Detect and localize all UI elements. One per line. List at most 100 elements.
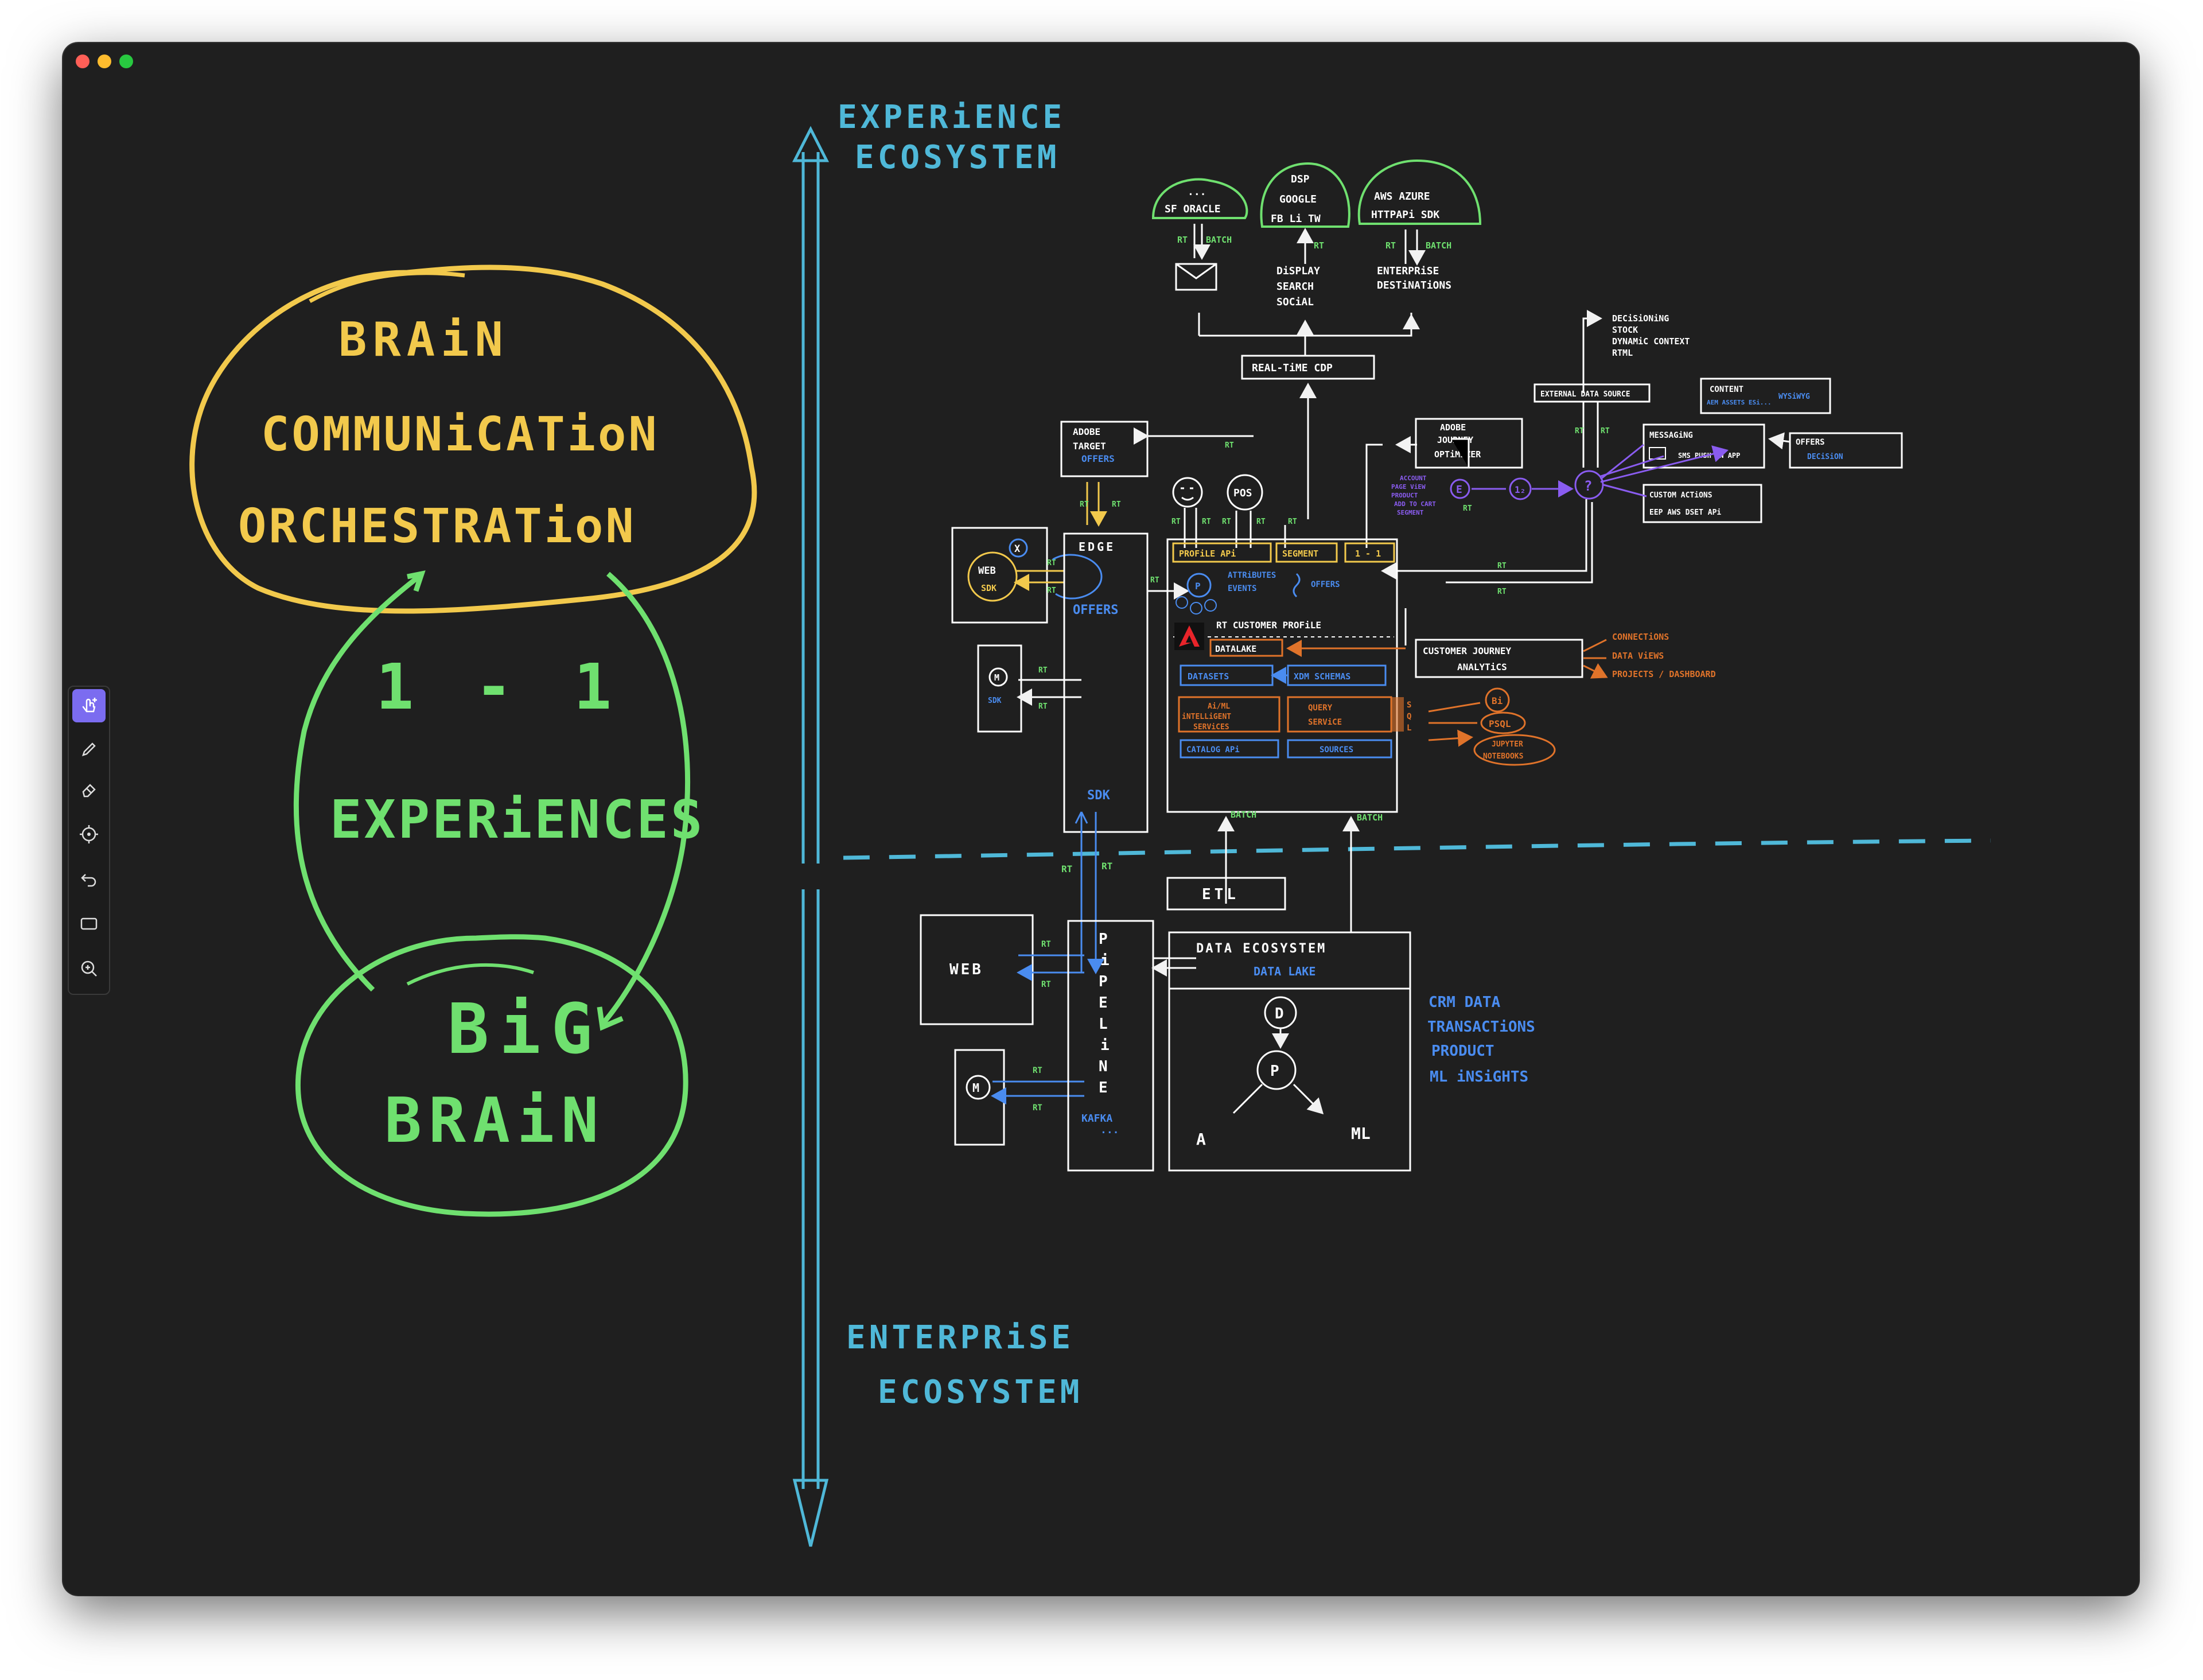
zoom-button[interactable]: [119, 55, 133, 68]
catalog-api-box: [1180, 739, 1279, 759]
svg-text:RT: RT: [1222, 518, 1231, 526]
zoom-tool[interactable]: [72, 952, 106, 985]
svg-text:CONTENT: CONTENT: [1710, 385, 1743, 394]
svg-text:OFFERS: OFFERS: [1311, 580, 1340, 589]
svg-text:ADOBE: ADOBE: [1440, 422, 1466, 433]
svg-text:RT: RT: [1038, 666, 1048, 675]
svg-text:ML: ML: [1351, 1124, 1371, 1143]
close-button[interactable]: [76, 55, 89, 68]
svg-text:L: L: [1407, 724, 1411, 733]
whiteboard-canvas[interactable]: BRAiN COMMUNiCATioN ORCHESTRATioN 1 - 1 …: [63, 43, 2139, 1595]
experience-ecosystem-label: ECOSYSTEM: [855, 139, 1060, 176]
svg-text:POS: POS: [1233, 487, 1252, 499]
svg-text:PROJECTS / DASHBOARD: PROJECTS / DASHBOARD: [1612, 669, 1716, 679]
svg-text:BATCH: BATCH: [1231, 810, 1256, 820]
svg-text:OFFERS: OFFERS: [1796, 438, 1825, 447]
svg-text:E: E: [1456, 484, 1462, 496]
svg-text:X: X: [1014, 543, 1021, 555]
svg-text:JUPYTER: JUPYTER: [1492, 740, 1523, 749]
mobile-box: [954, 1049, 1005, 1146]
mobile-sdk-box: [977, 644, 1022, 733]
svg-text:RT: RT: [1225, 441, 1234, 450]
svg-text:RT: RT: [1256, 518, 1266, 526]
svg-text:PRODUCT: PRODUCT: [1431, 1043, 1494, 1060]
zoom-icon: [81, 960, 97, 977]
svg-text:PSQL: PSQL: [1489, 718, 1511, 729]
svg-text:WYSiWYG: WYSiWYG: [1778, 392, 1810, 401]
svg-text:RT: RT: [1288, 518, 1297, 526]
big-label: BiG: [447, 990, 603, 1070]
svg-text:ML iNSiGHTS: ML iNSiGHTS: [1430, 1068, 1528, 1086]
messaging-box: [1642, 423, 1765, 469]
svg-text:P: P: [1195, 581, 1201, 592]
svg-text:SOCiAL: SOCiAL: [1276, 296, 1314, 308]
sources-box: [1287, 739, 1392, 759]
svg-text:RT: RT: [1463, 504, 1472, 513]
eraser-tool[interactable]: [72, 773, 106, 806]
svg-text:RT: RT: [1601, 427, 1610, 435]
svg-text:SF ORACLE: SF ORACLE: [1165, 203, 1221, 215]
brain-communication: COMMUNiCATioN: [261, 407, 659, 462]
experience-label: EXPERiENCE: [838, 99, 1065, 136]
svg-text:RT: RT: [1150, 576, 1159, 585]
svg-text:RT: RT: [1575, 427, 1584, 435]
svg-text:SERViCE: SERViCE: [1308, 718, 1342, 727]
svg-text:RT: RT: [1314, 240, 1324, 251]
svg-text:RT: RT: [1202, 518, 1211, 526]
svg-text:SERViCES: SERViCES: [1193, 723, 1229, 732]
svg-text:OFFERS: OFFERS: [1073, 603, 1118, 617]
experiences-label: EXPERiENCES: [330, 789, 705, 850]
svg-text:DYNAMiC CONTEXT: DYNAMiC CONTEXT: [1612, 336, 1690, 347]
rectangle-tool[interactable]: [72, 907, 106, 940]
minimize-button[interactable]: [98, 55, 111, 68]
svg-text:ATTRiBUTES: ATTRiBUTES: [1228, 571, 1276, 580]
svg-text:RT: RT: [1497, 562, 1507, 570]
hand-pointer-tool[interactable]: [72, 689, 106, 722]
laser-pointer-icon: [80, 825, 98, 843]
svg-text:1₂: 1₂: [1515, 484, 1525, 495]
brain-blob: [189, 265, 757, 614]
svg-text:REAL-TiME CDP: REAL-TiME CDP: [1252, 362, 1333, 374]
svg-text:DECiSiON: DECiSiON: [1807, 453, 1843, 461]
svg-text:CUSTOM ACTiONS: CUSTOM ACTiONS: [1649, 491, 1712, 500]
svg-text:?: ?: [1584, 478, 1592, 494]
one-one-box: [1344, 542, 1395, 563]
edge-box: [1063, 532, 1149, 833]
svg-text:M: M: [972, 1081, 979, 1095]
svg-text:ETL: ETL: [1202, 886, 1239, 903]
svg-text:DATA LAKE: DATA LAKE: [1254, 965, 1315, 978]
svg-text:EXTERNAL DATA SOURCE: EXTERNAL DATA SOURCE: [1540, 390, 1630, 399]
svg-text:DSP: DSP: [1291, 173, 1310, 185]
svg-text:SDK: SDK: [1087, 788, 1110, 803]
svg-text:GOOGLE: GOOGLE: [1279, 193, 1317, 205]
svg-text:KAFKA: KAFKA: [1081, 1113, 1112, 1125]
svg-text:TRANSACTiONS: TRANSACTiONS: [1427, 1018, 1535, 1036]
custom-actions-box: [1642, 484, 1762, 523]
segment-box: [1275, 542, 1338, 563]
rectangle-icon: [80, 917, 98, 930]
pencil-tool[interactable]: [72, 733, 106, 766]
svg-text:DATA ViEWS: DATA ViEWS: [1612, 651, 1664, 661]
svg-text:RT: RT: [1047, 586, 1056, 595]
app-window: BRAiN COMMUNiCATioN ORCHESTRATioN 1 - 1 …: [63, 43, 2139, 1595]
svg-text:DiSPLAY: DiSPLAY: [1276, 265, 1320, 277]
svg-text:RT: RT: [1041, 980, 1051, 989]
svg-text:SEGMENT: SEGMENT: [1397, 509, 1424, 516]
svg-text:HTTPAPi SDK: HTTPAPi SDK: [1371, 209, 1439, 221]
svg-text:WEB: WEB: [949, 961, 983, 978]
svg-text:CATALOG APi: CATALOG APi: [1186, 745, 1240, 755]
svg-text:SDK: SDK: [988, 697, 1002, 705]
undo-icon: [81, 874, 96, 887]
datalake-box: [1209, 639, 1283, 657]
platform-group: ADOBE TARGET OFFERS RT RT WEB SDK X RT R…: [951, 421, 1716, 932]
svg-text:AEM ASSETS ESi...: AEM ASSETS ESi...: [1707, 399, 1772, 406]
svg-text:S: S: [1407, 701, 1411, 710]
brain-label: BRAiN: [384, 1085, 605, 1157]
svg-text:BATCH: BATCH: [1426, 240, 1451, 251]
svg-text:E: E: [1099, 1079, 1108, 1096]
svg-text:i: i: [1100, 1037, 1110, 1054]
svg-text:BATCH: BATCH: [1357, 812, 1383, 823]
laser-pointer-tool[interactable]: [72, 818, 106, 851]
svg-text:OFFERS: OFFERS: [1081, 453, 1115, 464]
undo-tool[interactable]: [72, 862, 106, 896]
